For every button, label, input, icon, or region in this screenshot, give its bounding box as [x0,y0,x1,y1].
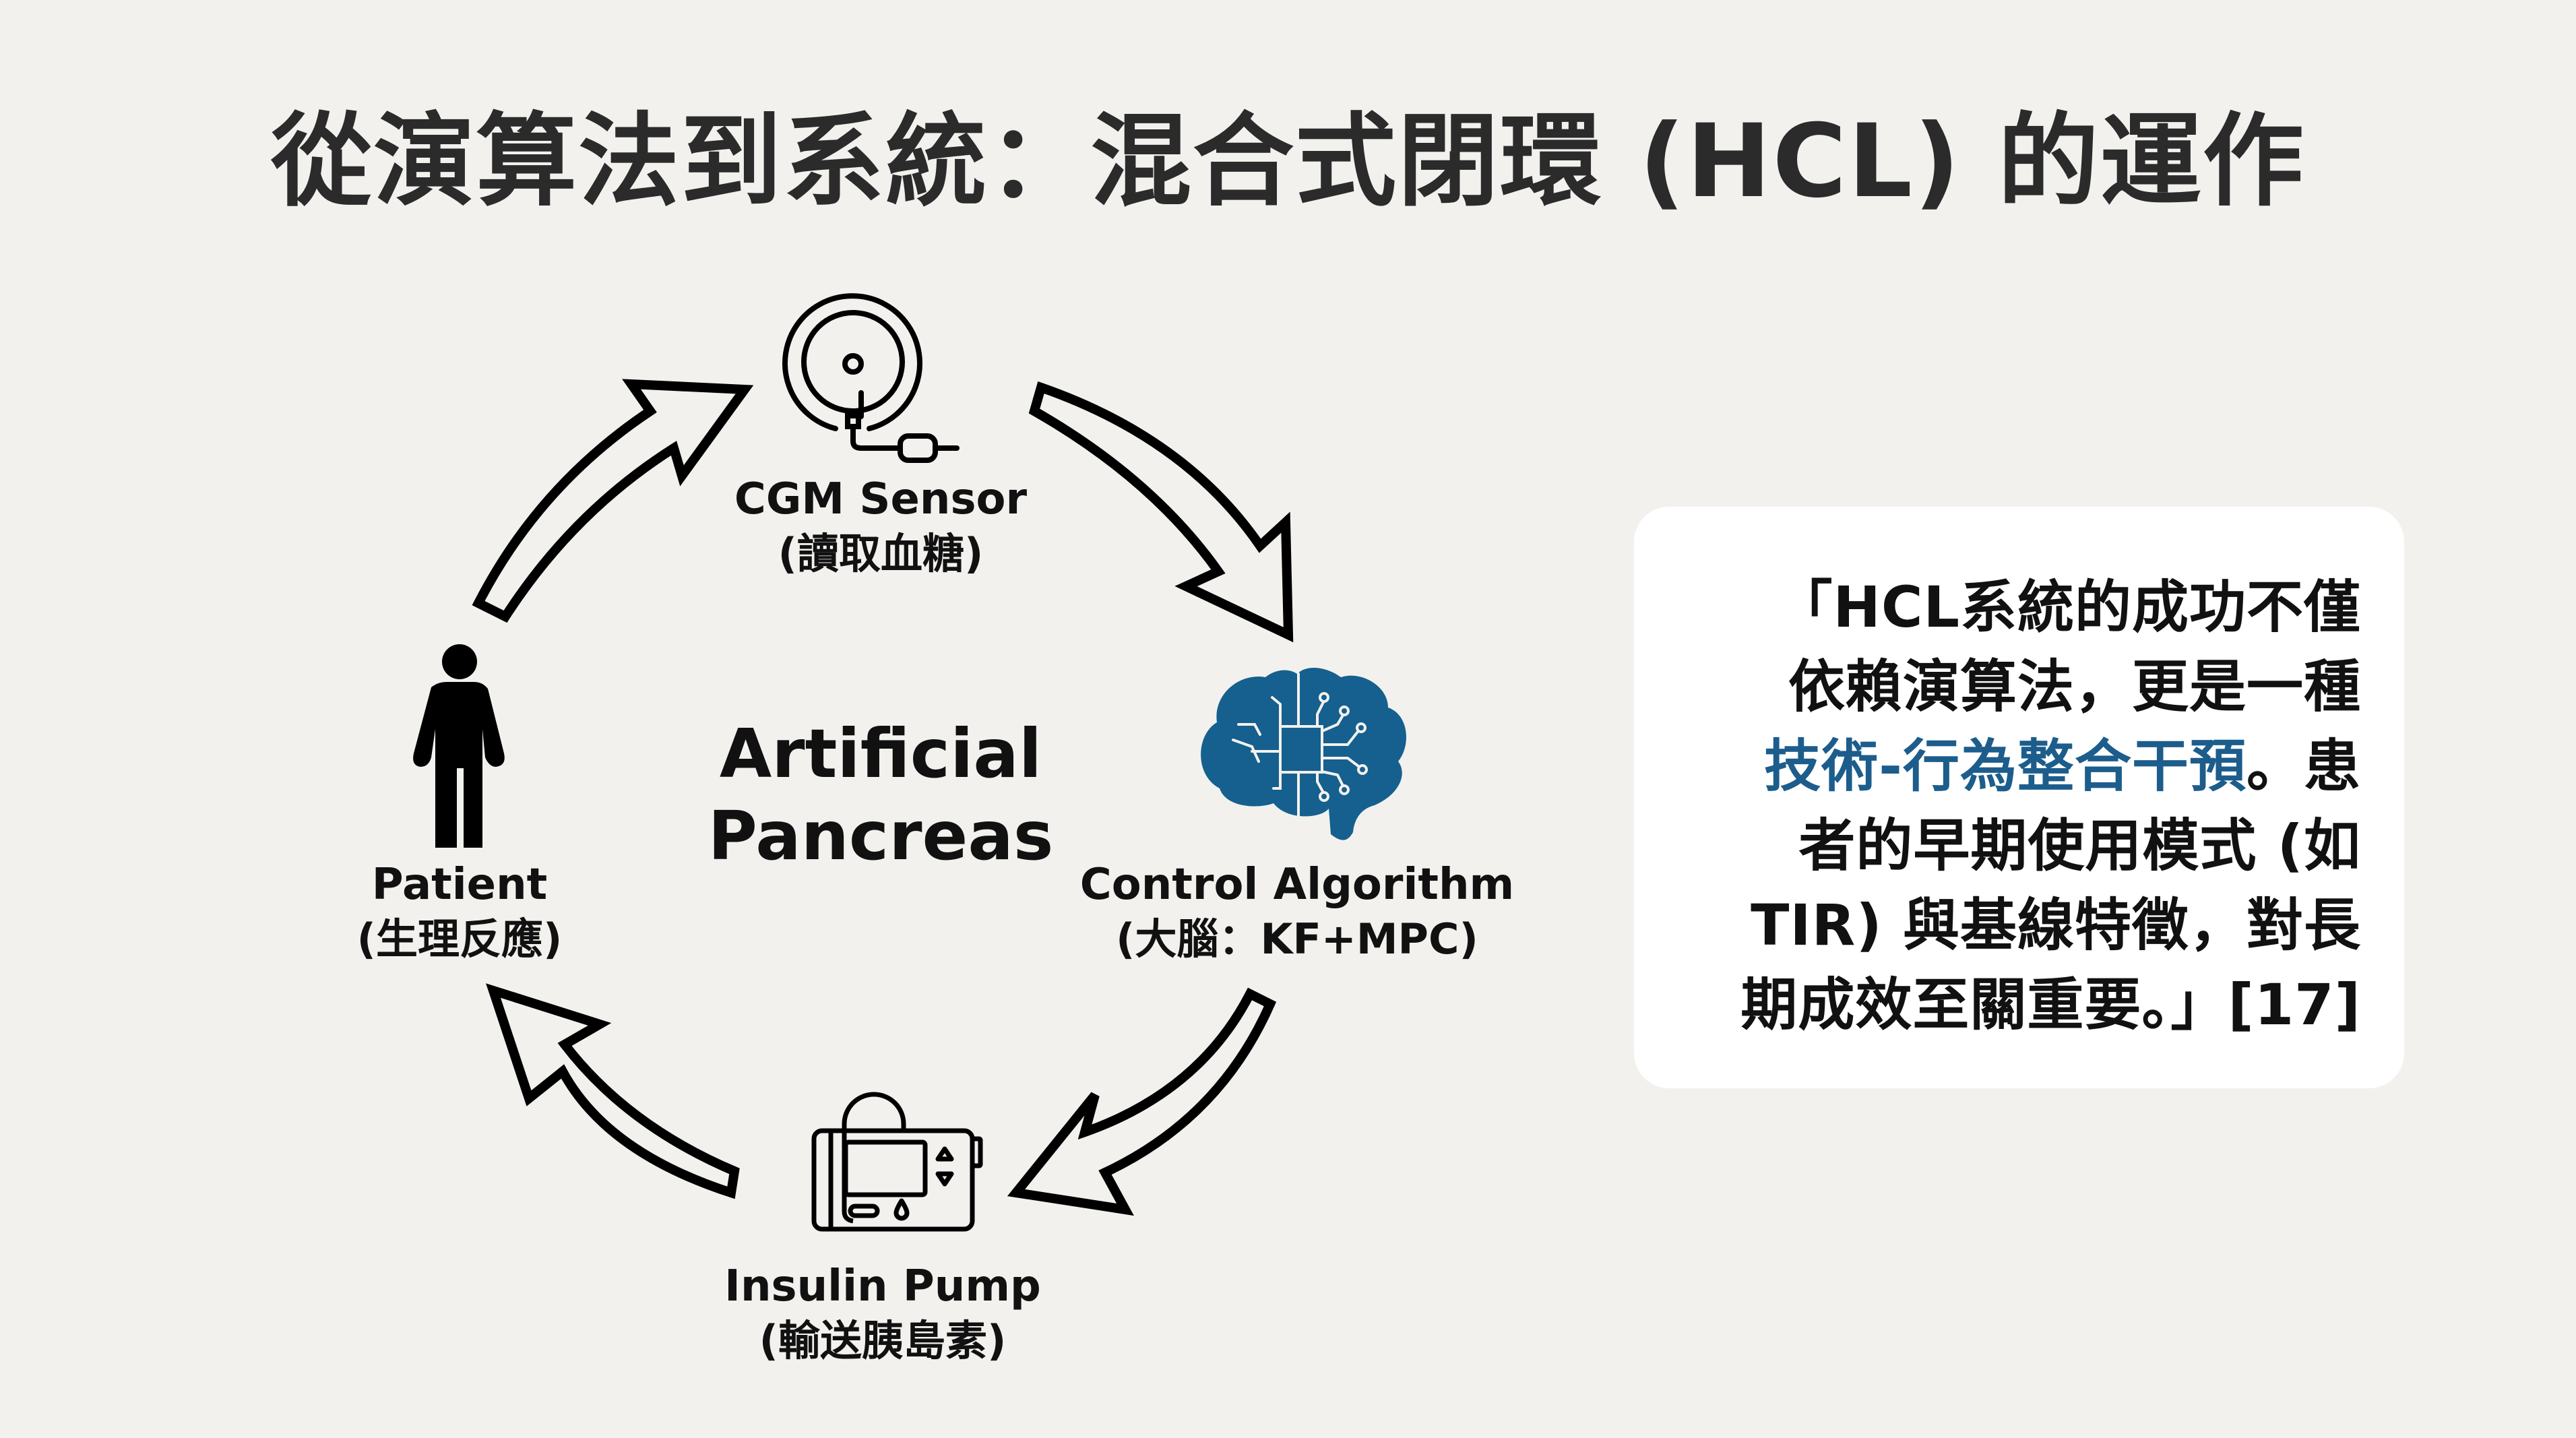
arrow-patient-to-cgm [472,379,754,623]
quote-card: 「HCL系統的成功不僅依賴演算法，更是一種技術-行為整合干預。患者的早期使用模式… [1634,507,2404,1088]
node-title: Insulin Pump [724,1261,1041,1311]
quote-highlight: 技術-行為整合干預 [1764,733,2247,799]
node-label-algorithm: Control Algorithm (大腦：KF+MPC) [1080,857,1514,966]
quote-line: TIR) 與基線特徵，對長 [1683,885,2361,965]
node-subtitle: (輸送胰島素) [759,1316,1007,1365]
node-title: Control Algorithm [1079,860,1515,910]
node-title: Patient [371,860,548,910]
brain-chip-icon [1201,667,1406,840]
cgm-sensor-icon [782,293,960,463]
quote-text: 「HCL系統的成功不僅依賴演算法，更是一種技術-行為整合干預。患者的早期使用模式… [1683,567,2361,1044]
arrow-algorithm-to-pump [1007,987,1277,1216]
quote-line: 者的早期使用模式 (如 [1683,806,2361,885]
quote-segment: 期成效至關重要。」[17] [1740,972,2361,1038]
node-title: CGM Sensor [734,474,1028,524]
arrow-cgm-to-algorithm [1028,381,1294,643]
center-label-line1: Artificial [719,714,1042,793]
quote-line: 期成效至關重要。」[17] [1683,965,2361,1044]
node-subtitle: (讀取血糖) [778,529,984,578]
node-label-cgm: CGM Sensor (讀取血糖) [734,472,1027,581]
center-label: Artificial Pancreas [708,713,1054,877]
node-label-patient: Patient (生理反應) [357,857,563,966]
quote-segment: 者的早期使用模式 (如 [1798,813,2361,879]
quote-segment: TIR) 與基線特徵，對長 [1751,892,2361,958]
node-subtitle: (大腦：KF+MPC) [1116,914,1478,964]
person-icon [413,644,505,848]
center-label-line2: Pancreas [708,796,1054,875]
quote-segment: 「HCL系統的成功不僅 [1776,574,2361,640]
insulin-pump-icon [811,1092,983,1232]
quote-line: 「HCL系統的成功不僅 [1683,567,2361,647]
node-subtitle: (生理反應) [356,914,563,964]
quote-line: 技術-行為整合干預。患 [1683,726,2361,806]
quote-segment: 依賴演算法，更是一種 [1788,654,2361,720]
quote-line: 依賴演算法，更是一種 [1683,647,2361,726]
node-label-pump: Insulin Pump (輸送胰島素) [724,1259,1041,1368]
slide-title: 從演算法到系統：混合式閉環 (HCL) 的運作 [271,103,2305,220]
quote-segment: 。患 [2246,733,2361,799]
arrow-pump-to-patient [486,983,740,1199]
